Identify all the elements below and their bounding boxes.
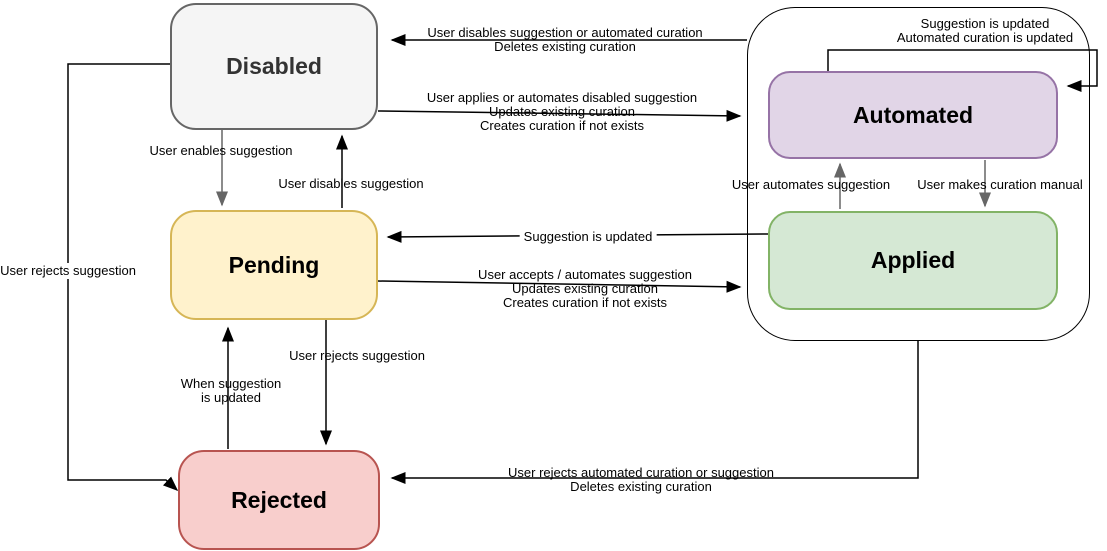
arrow-pending-to-group xyxy=(377,280,742,293)
arrow-disabled-to-group xyxy=(377,109,742,122)
state-applied-label: Applied xyxy=(870,247,956,273)
state-rejected: Rejected xyxy=(178,450,380,550)
label-disabled-to-group: User applies or automates disabled sugge… xyxy=(426,90,698,133)
label-pending-to-disabled: User disables suggestion xyxy=(278,176,424,191)
label-group-to-disabled: User disables suggestion or automated cu… xyxy=(427,25,703,54)
state-automated: Automated xyxy=(768,71,1058,159)
label-group-to-rejected: User rejects automated curation or sugge… xyxy=(508,465,774,494)
label-applied-to-automated: User automates suggestion xyxy=(731,177,891,192)
label-rejected-to-pending: When suggestion is updated xyxy=(180,376,282,405)
state-applied: Applied xyxy=(768,211,1058,310)
label-automated-to-applied: User makes curation manual xyxy=(917,177,1083,192)
state-disabled: Disabled xyxy=(170,3,378,130)
label-automated-self-loop: Suggestion is updated Automated curation… xyxy=(896,16,1074,45)
state-rejected-label: Rejected xyxy=(231,486,327,513)
label-disabled-to-pending: User enables suggestion xyxy=(149,143,293,158)
arrow-disabled-to-rejected xyxy=(67,63,179,492)
state-disabled-label: Disabled xyxy=(226,53,322,79)
label-pending-to-rejected: User rejects suggestion xyxy=(289,348,425,363)
label-disabled-to-rejected: User rejects suggestion xyxy=(0,263,140,279)
label-pending-to-group: User accepts / automates suggestion Upda… xyxy=(478,267,692,310)
state-pending: Pending xyxy=(170,210,378,320)
state-automated-label: Automated xyxy=(852,101,974,128)
arrow-group-to-rejected xyxy=(390,341,919,484)
label-applied-to-pending: Suggestion is updated xyxy=(519,229,657,245)
arrow-automated-self-loop xyxy=(827,49,1098,92)
state-pending-label: Pending xyxy=(228,251,320,278)
